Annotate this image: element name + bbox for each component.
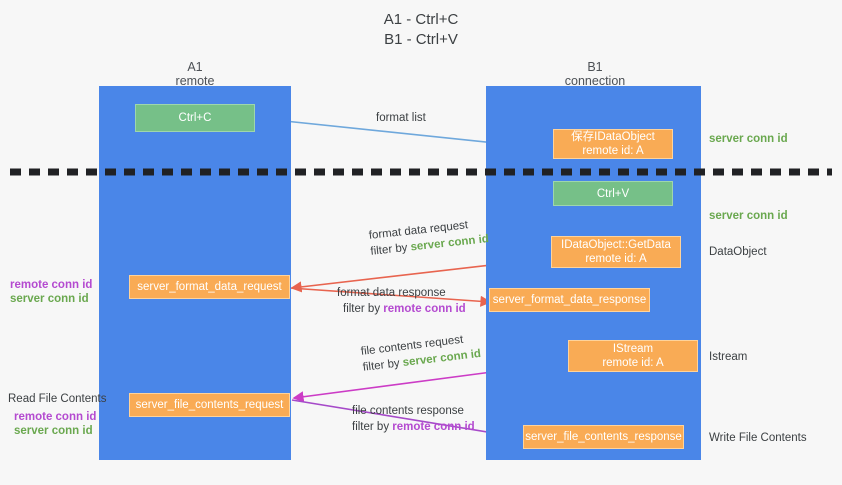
right-label-data-object: DataObject — [709, 246, 767, 258]
label-format-data-response-title: format data response — [337, 287, 446, 299]
box-ctrl-v-label: Ctrl+V — [596, 187, 630, 200]
label-file-contents-request-prefix: filter by — [362, 357, 404, 374]
right-label-server-conn-id-top: server conn id — [709, 133, 788, 145]
box-ctrl-c-label: Ctrl+C — [178, 112, 212, 124]
label-format-data-response-token: remote conn id — [383, 303, 466, 315]
arrow-format-data-response — [289, 287, 492, 307]
left-label-server-conn-id-low: server conn id — [14, 425, 93, 437]
box-server-format-data-response[interactable]: server_format_data_response — [489, 288, 650, 312]
label-format-list: format list — [376, 110, 426, 126]
box-istream-remote-id: remote id: A — [602, 357, 664, 369]
title-line-1: A1 - Ctrl+C — [383, 11, 459, 28]
box-istream[interactable]: IStream remote id: A — [568, 340, 698, 372]
box-server-file-contents-request[interactable]: server_file_contents_request — [129, 393, 290, 417]
arrow-file-contents-response — [291, 399, 526, 442]
label-format-data-request-prefix: filter by — [369, 241, 412, 258]
label-file-contents-response-prefix: filter by — [352, 421, 393, 433]
box-save-idataobject-title: 保存IDataObject — [571, 131, 655, 143]
label-format-data-response-filter: filter by remote conn id — [337, 301, 466, 317]
column-header-b1: B1 connection — [495, 60, 695, 88]
box-server-file-contents-response[interactable]: server_file_contents_response — [523, 425, 684, 449]
box-save-idataobject[interactable]: 保存IDataObject remote id: A — [553, 129, 673, 159]
box-idataobject-getdata-remote-id: remote id: A — [585, 253, 647, 265]
box-idataobject-getdata-title: IDataObject::GetData — [561, 239, 671, 251]
box-server-file-contents-response-label: server_file_contents_response — [525, 431, 682, 443]
page-title: A1 - Ctrl+C B1 - Ctrl+V — [0, 10, 842, 50]
box-ctrl-c[interactable]: Ctrl+C — [135, 104, 255, 132]
right-label-write-file-contents: Write File Contents — [709, 432, 807, 444]
label-file-contents-response: file contents response filter by remote … — [352, 403, 475, 435]
column-header-a1-name: A1 — [187, 60, 203, 74]
box-istream-title: IStream — [612, 343, 654, 355]
left-label-server-conn-id-mid: server conn id — [10, 293, 89, 305]
box-ctrl-v[interactable]: Ctrl+V — [553, 181, 673, 206]
box-server-format-data-response-label: server_format_data_response — [492, 294, 647, 306]
right-label-server-conn-id-mid: server conn id — [709, 210, 788, 222]
column-header-a1: A1 remote — [95, 60, 295, 88]
column-header-a1-sub: remote — [175, 74, 215, 88]
title-line-2: B1 - Ctrl+V — [384, 31, 458, 48]
label-file-contents-response-filter: filter by remote conn id — [352, 419, 475, 435]
left-label-remote-conn-id-mid: remote conn id — [10, 279, 93, 291]
box-idataobject-getdata[interactable]: IDataObject::GetData remote id: A — [551, 236, 681, 268]
label-format-data-response: format data response filter by remote co… — [337, 285, 466, 317]
label-format-list-text: format list — [376, 112, 426, 124]
label-format-data-response-prefix: filter by — [343, 303, 384, 315]
box-server-file-contents-request-label: server_file_contents_request — [135, 399, 284, 411]
column-header-b1-name: B1 — [587, 60, 603, 74]
left-label-read-file-contents: Read File Contents — [8, 393, 107, 405]
left-label-remote-conn-id-low: remote conn id — [14, 411, 97, 423]
column-header-b1-sub: connection — [564, 74, 626, 88]
right-label-istream: Istream — [709, 351, 748, 363]
label-file-contents-response-title: file contents response — [352, 405, 464, 417]
box-server-format-data-request-label: server_format_data_request — [137, 281, 282, 293]
label-file-contents-response-token: remote conn id — [392, 421, 475, 433]
box-server-format-data-request[interactable]: server_format_data_request — [129, 275, 290, 299]
box-save-idataobject-remote-id: remote id: A — [582, 145, 644, 157]
